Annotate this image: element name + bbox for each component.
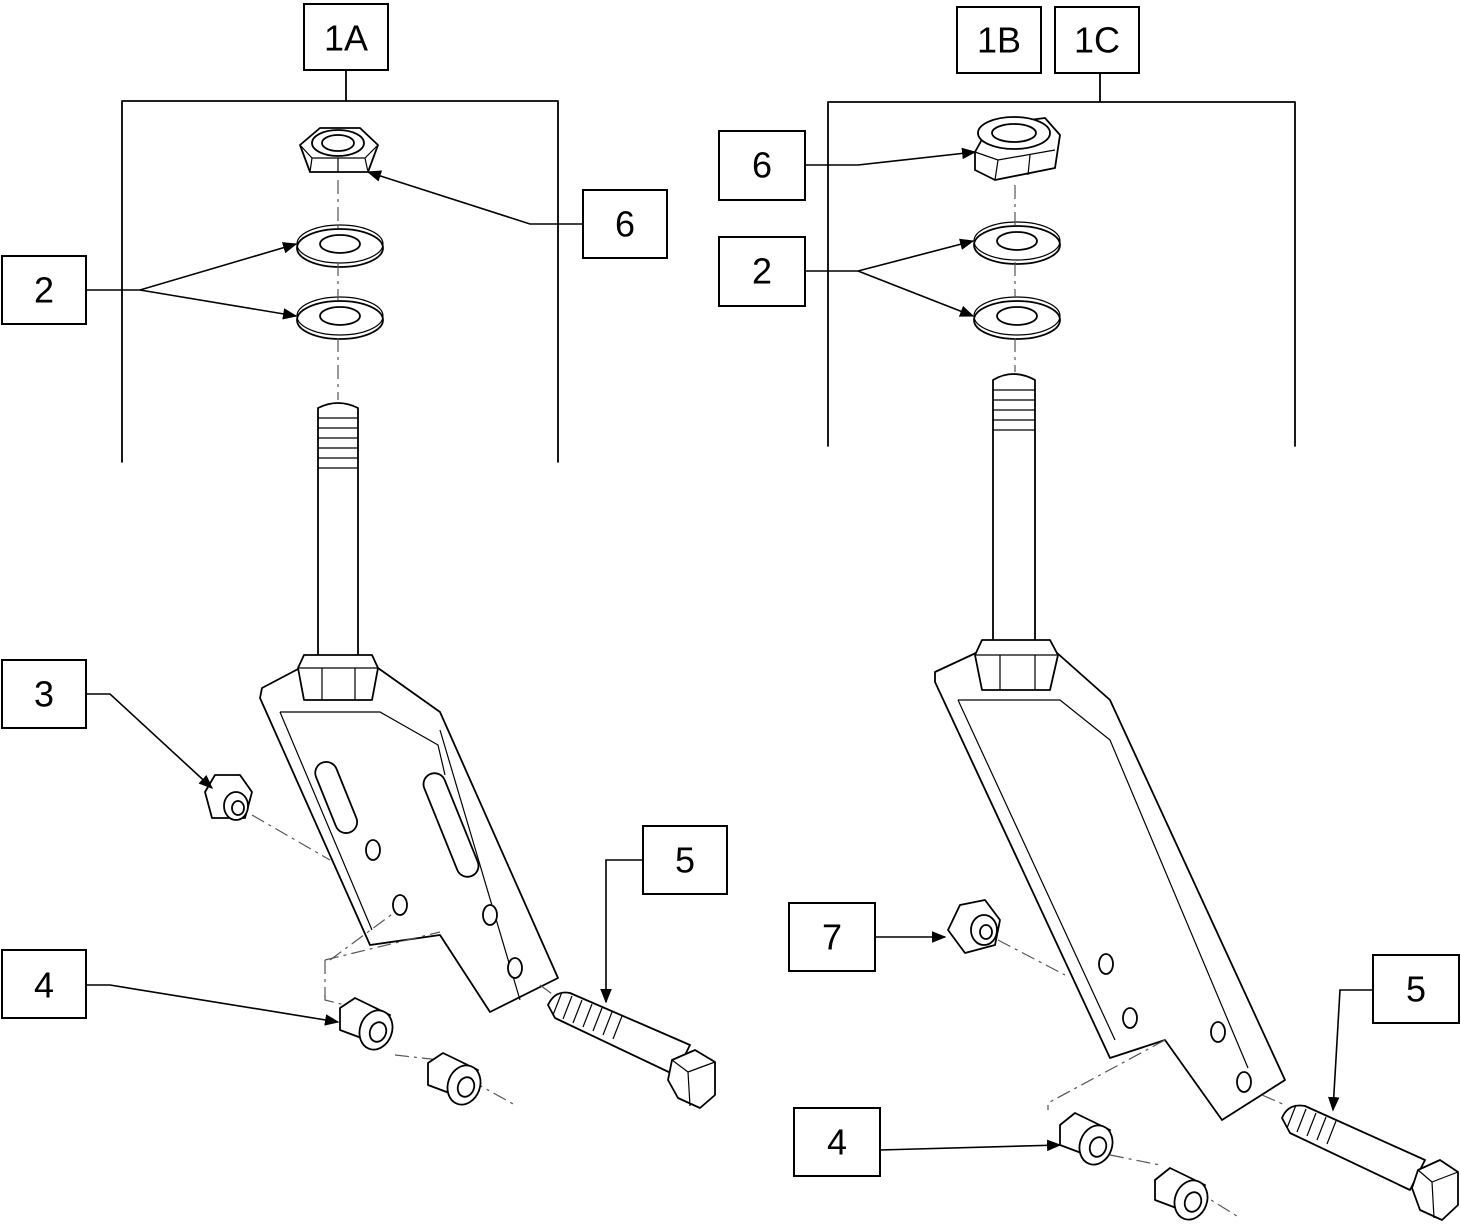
- callout-3-left-label: 3: [34, 674, 54, 715]
- hex-nut-top-right: [974, 116, 1061, 181]
- fork-bracket-left: [259, 654, 559, 1013]
- callout-1b: 1B: [956, 6, 1042, 74]
- callout-6-left: 6: [366, 170, 668, 259]
- callout-2-right: 2: [718, 236, 975, 317]
- hex-nut-top-left: [299, 127, 379, 173]
- callout-1b-label: 1B: [977, 20, 1021, 61]
- callout-5-right: 5: [1328, 954, 1460, 1112]
- washer-upper-left: [296, 224, 384, 268]
- callout-1a-label: 1A: [324, 18, 368, 59]
- callout-4-right-label: 4: [827, 1122, 847, 1163]
- callout-4-right: 4: [793, 1107, 1062, 1177]
- locknut-right: [947, 899, 1001, 954]
- callout-2-left: 2: [1, 242, 298, 325]
- callout-6-right: 6: [718, 130, 977, 201]
- spacer-lower-right: [1154, 1167, 1209, 1221]
- assembly-bracket-1a: [121, 69, 559, 463]
- callout-4-left-label: 4: [34, 965, 54, 1006]
- washer-lower-left: [296, 296, 384, 340]
- left-assembly: 1A 6 2 3 4 5: [1, 3, 728, 1109]
- spacer-upper-right: [1059, 1112, 1114, 1166]
- spacer-upper-left: [339, 997, 394, 1051]
- washer-upper-right: [973, 221, 1061, 265]
- callout-2-right-label: 2: [752, 251, 772, 292]
- caster-stem-left: [317, 402, 359, 661]
- locknut-left: [204, 774, 253, 821]
- fork-bracket-right: [934, 639, 1286, 1121]
- callout-1a: 1A: [303, 3, 389, 71]
- assembly-bracket-1b-1c: [827, 73, 1296, 447]
- callout-7-right: 7: [788, 902, 947, 972]
- spacer-lower-left: [427, 1052, 482, 1106]
- callout-4-left: 4: [1, 949, 340, 1026]
- caster-stem-right: [992, 373, 1036, 651]
- callout-5-left: 5: [600, 825, 728, 1004]
- bolt-right: [1281, 1104, 1459, 1221]
- washer-lower-right: [973, 296, 1061, 340]
- bolt-left: [547, 991, 716, 1109]
- callout-5-right-label: 5: [1406, 969, 1426, 1010]
- callout-3-left: 3: [1, 659, 214, 789]
- callout-2-left-label: 2: [34, 270, 54, 311]
- callout-6-right-label: 6: [752, 145, 772, 186]
- callout-1c: 1C: [1054, 6, 1140, 74]
- callout-1c-label: 1C: [1074, 20, 1120, 61]
- callout-5-left-label: 5: [675, 840, 695, 881]
- callout-6-left-label: 6: [615, 204, 635, 245]
- callout-7-right-label: 7: [822, 917, 842, 958]
- right-assembly: 1B 1C 6 2 7 4 5: [718, 6, 1460, 1221]
